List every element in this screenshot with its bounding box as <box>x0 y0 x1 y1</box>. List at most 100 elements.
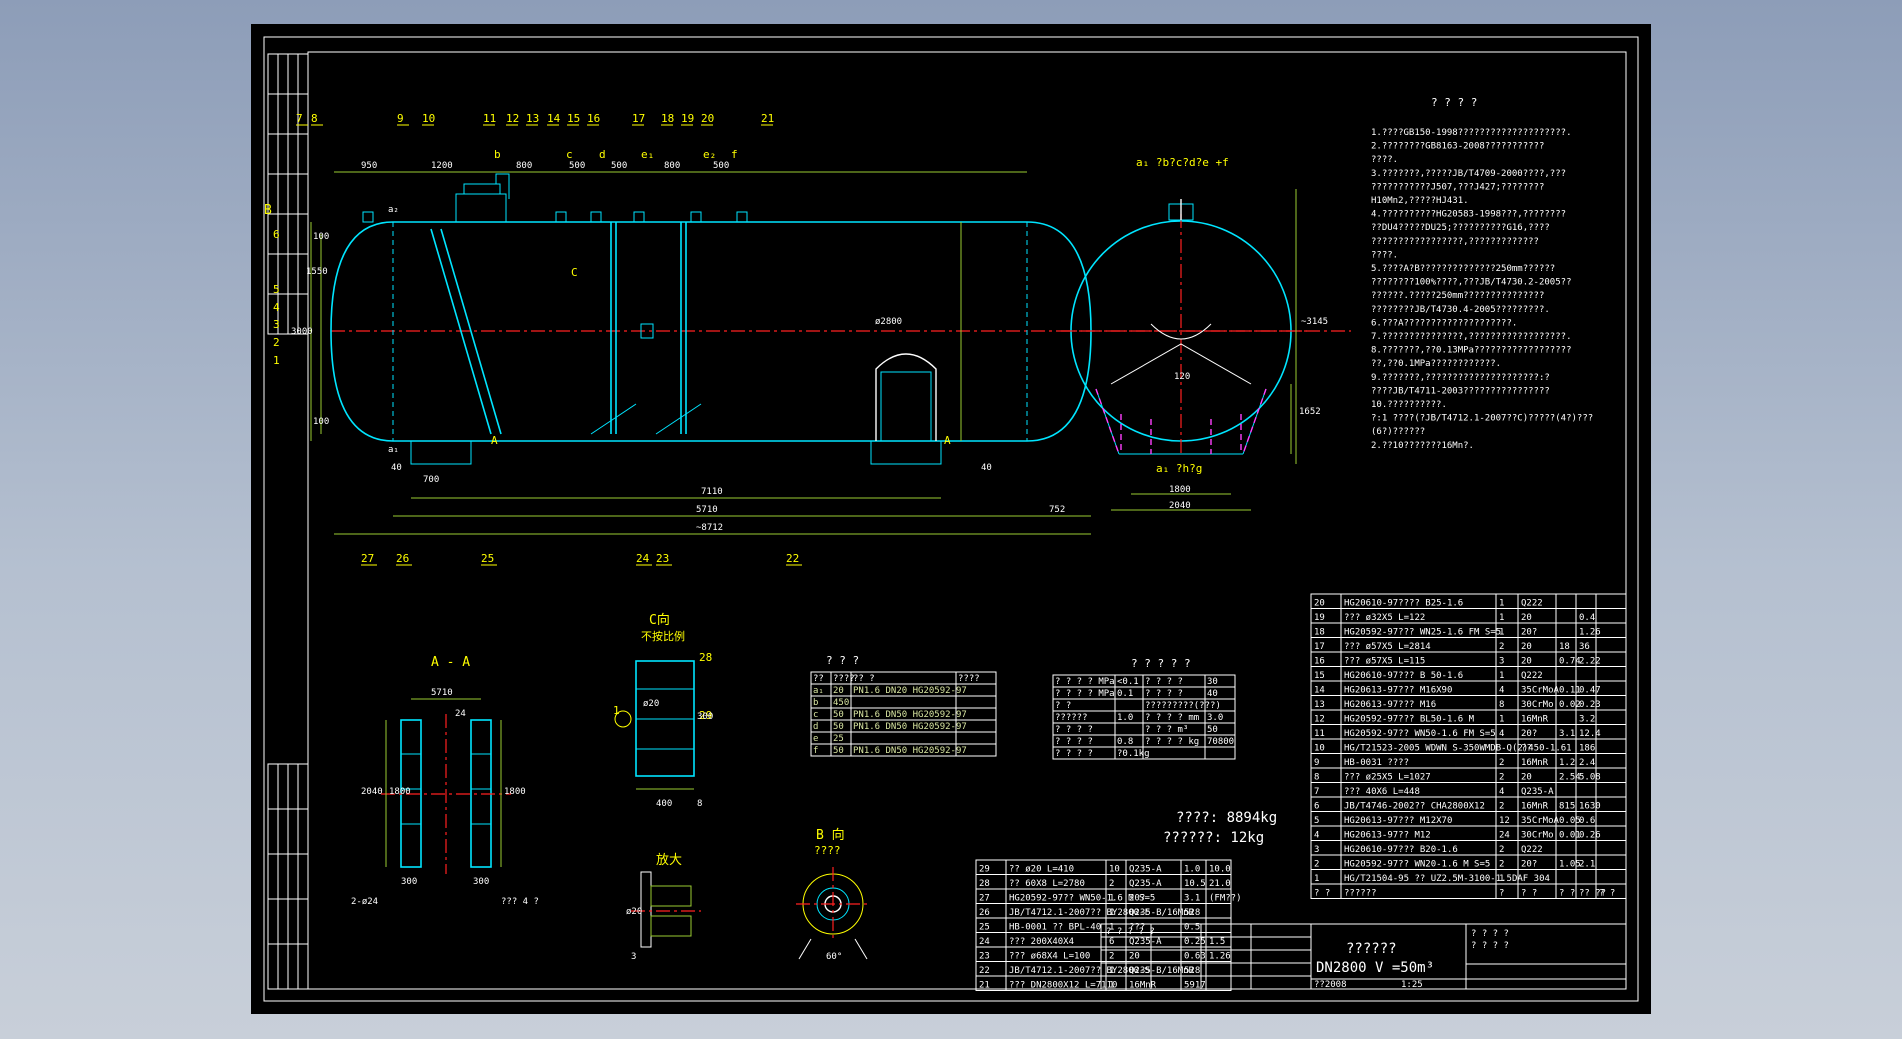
view-C: C向 不按比例 400 300 8 ø20 <box>614 612 713 809</box>
view-B-label: B 向 <box>816 827 845 843</box>
bom-cell: HG20592-97?? WN50-1.6 M S=5 <box>1009 894 1155 904</box>
bom-cell: ??? ø68X4 L=100 <box>1009 952 1090 962</box>
bom-cell: JB/T4746-2002?? CHA2800X12 <box>1344 802 1485 812</box>
title-block-scale: 1:25 <box>1401 980 1423 990</box>
bom-cell: 0.6 <box>1579 816 1595 826</box>
bom-cell: 0.74 <box>1559 657 1581 667</box>
bom-cell: 5917 <box>1184 981 1206 991</box>
bom-cell: 1 <box>1499 874 1504 884</box>
bom-cell: 10.0 <box>1209 865 1231 875</box>
design-cell: 0.1 <box>1117 689 1133 699</box>
bom-cell: 17 <box>1314 642 1325 652</box>
bom-cell: 3.1 <box>1184 894 1200 904</box>
dim-7110: 7110 <box>701 487 723 497</box>
nozzle-cell: PN1.6 DN50 HG20592-97 <box>853 710 967 720</box>
nozzle-cell: PN1.6 DN50 HG20592-97 <box>853 746 967 756</box>
title-block-cell-3: ? ? ? ? <box>1471 941 1509 951</box>
nozzle-cell: 50 <box>833 746 844 756</box>
title-block-cell-1: ? ? ? ? ? <box>1106 927 1155 937</box>
design-cell: ? ? <box>1055 701 1071 711</box>
note-line: 3.???????,?????JB/T4709-2000????,??? <box>1371 169 1566 179</box>
bom-cell: 16 <box>1314 657 1325 667</box>
bom-cell: HG20613-97??? M16 <box>1344 700 1436 710</box>
bom-cell: 16MnR <box>1521 758 1549 768</box>
bom-cell: 1.26 <box>1579 628 1601 638</box>
bom-cell: 22 <box>979 966 990 976</box>
design-cell: <0.1 <box>1117 677 1139 687</box>
view-B-sub: ???? <box>814 844 841 857</box>
tank-front-view <box>310 171 1351 535</box>
view-C-dim-400: 400 <box>656 799 672 809</box>
bom-cell: 3 <box>1314 845 1319 855</box>
bom-cell: HG20610-97???? B25-1.6 <box>1344 599 1463 609</box>
drawing-sheet: 950 1200 800 500 500 800 500 b c d e₁ e₂… <box>251 24 1651 1014</box>
nozzle-cell: a₁ <box>813 686 824 696</box>
bom-cell: 15 <box>1314 671 1325 681</box>
bom-cell: ??? ø57X5 L=2814 <box>1344 642 1431 652</box>
bom-cell: 12 <box>1499 816 1510 826</box>
view-C-note: 不按比例 <box>641 629 685 643</box>
callout-top: 12 <box>506 112 519 125</box>
nozzle-table-title: ? ? ? <box>826 654 859 667</box>
bom-cell: 1 <box>1109 981 1114 991</box>
bom-cell: 20? <box>1521 628 1537 638</box>
bom-cell: 2.1 <box>1579 860 1595 870</box>
bom-cell: 1 <box>1499 613 1504 623</box>
bom-cell: 23 <box>979 952 990 962</box>
design-cell: 0.8 <box>1117 737 1133 747</box>
nozzle-table-frame <box>810 671 997 757</box>
view-enlarge-label: 放大 <box>656 853 682 868</box>
design-cell: ?????? <box>1055 713 1088 723</box>
bom-cell: Q235-A <box>1129 937 1162 947</box>
bom-frame <box>975 859 1232 991</box>
bom-cell: HG20610-97??? B20-1.6 <box>1344 845 1458 855</box>
bom-cell: 35CrMoA <box>1521 686 1560 696</box>
bom-cell: (FM??) <box>1209 894 1242 904</box>
bom-cell: 18 <box>1559 642 1570 652</box>
nozzle-cell: b <box>813 698 818 708</box>
dim-800a: 800 <box>516 161 532 171</box>
label-f: f <box>731 148 738 161</box>
bom-cell: 24 <box>1499 831 1510 841</box>
bom-cell: 28 <box>979 879 990 889</box>
bom-header-cell: ? ? <box>1599 889 1615 899</box>
dim-500b: 500 <box>611 161 627 171</box>
bom-cell: 6 <box>1109 937 1114 947</box>
title-block-drawing-no: ??2008 <box>1314 980 1347 990</box>
dim-40a: 40 <box>391 463 402 473</box>
bom-cell: 6 <box>1314 802 1319 812</box>
design-cell: ?????????(???) <box>1145 701 1221 711</box>
design-cell: ? ? ? m³ <box>1145 725 1188 735</box>
design-cell: 3.0 <box>1207 713 1223 723</box>
bom-cell: 27 <box>979 894 990 904</box>
callout-left: 5 <box>273 283 280 296</box>
nozzle-cell: 20 <box>833 686 844 696</box>
design-cell: ? ? ? ? <box>1055 749 1093 759</box>
outer-frame <box>263 36 1639 1002</box>
note-line: ????????JB/T4730.4-2005?????????. <box>1371 305 1550 315</box>
bom-header-cell: ? ? <box>1314 889 1330 899</box>
bom-cell: 1 <box>1109 923 1114 933</box>
dim-1200: 1200 <box>431 161 453 171</box>
note-line: ????????100%????,???JB/T4730.2-2005?? <box>1371 278 1571 288</box>
bom-cell: 528 <box>1184 908 1200 918</box>
title-block: ?????? DN2800 V =50m³ ??2008 1:25 ? ? ? … <box>1100 923 1627 990</box>
bom-cell: Q235-A <box>1129 865 1162 875</box>
dim-120: 120 <box>1174 372 1190 382</box>
nozzle-cell: c <box>813 710 818 720</box>
bom-cell: 0.5 <box>1184 923 1200 933</box>
bom-cell: 4 <box>1499 787 1504 797</box>
callout-top: 13 <box>526 112 539 125</box>
bom-cell: 20? <box>1521 729 1537 739</box>
dim-5710: 5710 <box>696 505 718 515</box>
bom-cell: 24 <box>979 937 990 947</box>
callout-top: 18 <box>661 112 674 125</box>
bom-cell: JB/T4712.1-2007?? BY2800-S <box>1009 966 1150 976</box>
note-line: 2.????????GB8163-2008??????????? <box>1371 142 1544 152</box>
marker-B: B <box>264 203 272 218</box>
bom-cell: HG20613-97??? M16X90 <box>1344 686 1452 696</box>
bom-cell: 21 <box>979 981 990 991</box>
design-cell: ? ? ? ? <box>1145 689 1183 699</box>
